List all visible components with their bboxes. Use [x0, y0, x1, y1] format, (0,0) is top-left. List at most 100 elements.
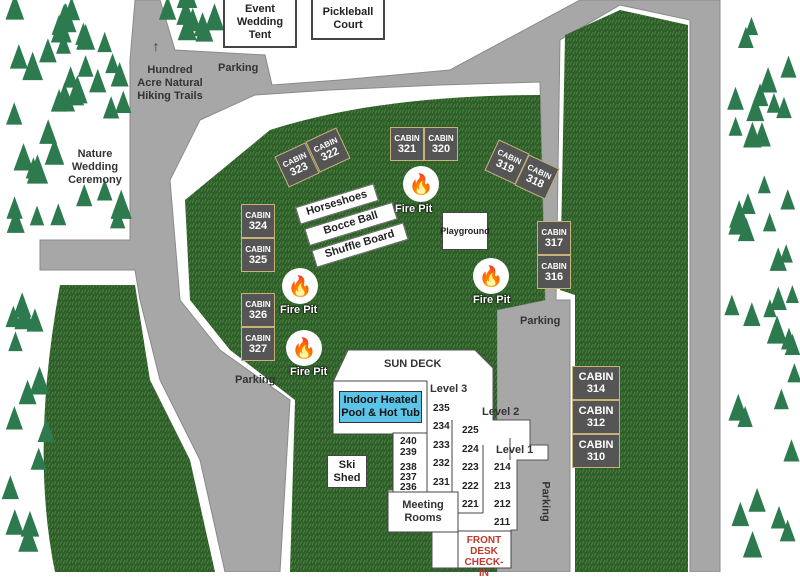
- pine-tree-icon: [746, 96, 765, 122]
- pine-tree-icon: [18, 379, 37, 405]
- pine-tree-icon: [176, 0, 198, 9]
- room-number: 212: [494, 499, 511, 510]
- pine-tree-icon: [105, 53, 120, 74]
- pine-tree-icon: [62, 66, 79, 88]
- pine-tree-icon: [784, 333, 800, 356]
- pine-tree-icon: [50, 88, 68, 112]
- pine-tree-icon: [102, 96, 120, 119]
- fire-pit-label: Fire Pit: [395, 203, 433, 215]
- pine-tree-icon: [22, 51, 43, 81]
- pine-tree-icon: [724, 294, 740, 316]
- pine-tree-icon: [769, 247, 787, 271]
- pine-tree-icon: [37, 418, 55, 443]
- room-number: 222: [462, 481, 479, 492]
- pine-tree-icon: [766, 92, 782, 113]
- room-number: 225: [462, 425, 479, 436]
- pine-tree-icon: [13, 292, 32, 318]
- level2-label: Level 2: [482, 406, 520, 418]
- ski-shed: Ski Shed: [327, 455, 367, 488]
- cabin-word: CABIN: [578, 405, 614, 417]
- pine-tree-icon: [776, 96, 792, 119]
- pine-tree-icon: [729, 200, 750, 228]
- pine-tree-icon: [744, 16, 759, 36]
- pine-tree-icon: [728, 393, 749, 421]
- pine-tree-icon: [740, 192, 756, 214]
- pine-tree-icon: [204, 3, 225, 31]
- pine-tree-icon: [39, 119, 58, 144]
- pine-tree-icon: [13, 143, 34, 171]
- playground-label: Playground: [440, 225, 490, 236]
- pine-tree-icon: [5, 0, 25, 20]
- arrow-up-icon: ↑: [152, 38, 160, 54]
- cabin-number: 325: [248, 253, 268, 266]
- cabin-word: CABIN: [541, 261, 567, 271]
- pine-tree-icon: [110, 189, 132, 219]
- pine-tree-icon: [96, 179, 113, 201]
- pine-tree-icon: [769, 286, 787, 311]
- pine-trees: [1, 0, 800, 558]
- pine-tree-icon: [731, 501, 750, 527]
- pine-tree-icon: [9, 43, 28, 69]
- pine-tree-icon: [8, 331, 23, 352]
- pine-tree-icon: [5, 406, 23, 430]
- pine-tree-icon: [39, 38, 57, 63]
- cabin-word: CABIN: [578, 371, 614, 383]
- room-number: 224: [462, 444, 479, 455]
- pine-tree-icon: [44, 137, 65, 165]
- pine-tree-icon: [6, 208, 25, 233]
- pine-tree-icon: [748, 487, 766, 512]
- indoor-pool: Indoor Heated Pool & Hot Tub: [339, 391, 422, 423]
- pine-tree-icon: [758, 67, 778, 93]
- cabin-number: 316: [544, 270, 564, 283]
- cabin-word: CABIN: [245, 210, 271, 220]
- sun-deck-label: SUN DECK: [384, 358, 442, 370]
- room-number: 231: [433, 477, 450, 488]
- pine-tree-icon: [766, 315, 788, 344]
- pine-tree-icon: [158, 0, 177, 20]
- cabin-number: 326: [248, 308, 268, 321]
- pine-tree-icon: [110, 61, 129, 87]
- pine-tree-icon: [5, 305, 22, 328]
- pine-tree-icon: [751, 83, 769, 107]
- room-number: 234: [433, 421, 450, 432]
- room-number: 239: [400, 447, 417, 458]
- pine-tree-icon: [177, 14, 197, 41]
- hiking-trails-label: Hundred Acre Natural Hiking Trails: [137, 64, 203, 102]
- pine-tree-icon: [727, 86, 744, 110]
- pine-tree-icon: [97, 31, 113, 53]
- pine-tree-icon: [738, 26, 754, 49]
- pine-tree-icon: [29, 366, 50, 395]
- cabin-word: CABIN: [541, 227, 567, 237]
- pine-tree-icon: [115, 90, 132, 114]
- cabin-number: 320: [431, 142, 451, 155]
- pine-tree-icon: [728, 116, 743, 136]
- fire-pit-icon: 🔥: [403, 166, 439, 202]
- room-number: 213: [494, 481, 511, 492]
- pine-tree-icon: [76, 183, 93, 207]
- pine-tree-icon: [18, 524, 39, 552]
- pine-tree-icon: [26, 154, 49, 184]
- pine-tree-icon: [29, 205, 45, 226]
- parking-label-top: Parking: [218, 62, 259, 74]
- cabin-number: 327: [248, 342, 268, 355]
- cabin-word: CABIN: [394, 133, 420, 143]
- room-number: 233: [433, 440, 450, 451]
- cabin-number: 314: [586, 383, 606, 395]
- room-number: 235: [433, 403, 450, 414]
- pine-tree-icon: [6, 196, 23, 219]
- pine-tree-icon: [779, 519, 796, 542]
- event-tent-label: Event Wedding Tent: [236, 2, 284, 41]
- front-desk-check-in[interactable]: FRONT DESK CHECK-IN: [464, 535, 504, 579]
- pine-tree-icon: [757, 175, 771, 194]
